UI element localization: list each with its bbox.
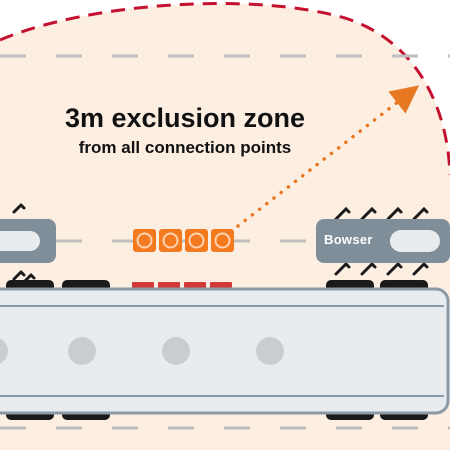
hatch — [68, 337, 96, 365]
zone-subtitle: from all connection points — [78, 138, 292, 157]
hose-clamp-icon — [360, 261, 377, 276]
exclusion-zone-boundary — [0, 2, 450, 176]
left-bowser-hose-clamps — [12, 203, 36, 284]
left-bowser — [0, 203, 56, 284]
hatch — [162, 337, 190, 365]
right-bowser-hose-clamps-top — [334, 206, 429, 221]
hose-clamp-icon — [12, 270, 26, 281]
zone-title: 3m exclusion zone — [64, 103, 306, 133]
right-bowser-tank-window — [390, 230, 440, 252]
right-bowser-hose-clamps-bottom — [334, 261, 429, 276]
tanker-hatches — [0, 337, 284, 365]
hose-clamp-icon — [360, 206, 377, 221]
hose-clamp-icon — [12, 203, 26, 214]
connection-point-icon — [159, 229, 182, 252]
valve-mark — [158, 282, 180, 288]
hose-clamp-icon — [334, 206, 351, 221]
hose-clamp-icon — [334, 261, 351, 276]
valve-mark — [132, 282, 154, 288]
hatch — [0, 338, 8, 364]
hose-clamp-icon — [412, 206, 429, 221]
valve-mark — [184, 282, 206, 288]
exclusion-distance-arrow — [236, 85, 420, 228]
hose-clamp-icon — [386, 261, 403, 276]
tanker-body — [0, 287, 450, 415]
hatch — [256, 337, 284, 365]
bowser-label: Bowser — [324, 232, 373, 247]
connection-point-icon — [185, 229, 208, 252]
connection-points — [133, 229, 234, 252]
tanker-valve-marks — [132, 282, 232, 288]
right-bowser — [316, 206, 450, 276]
connection-point-icon — [211, 229, 234, 252]
hose-clamp-icon — [386, 206, 403, 221]
valve-mark — [210, 282, 232, 288]
hose-clamp-icon — [412, 261, 429, 276]
left-bowser-tank-window — [0, 231, 40, 251]
connection-point-icon — [133, 229, 156, 252]
